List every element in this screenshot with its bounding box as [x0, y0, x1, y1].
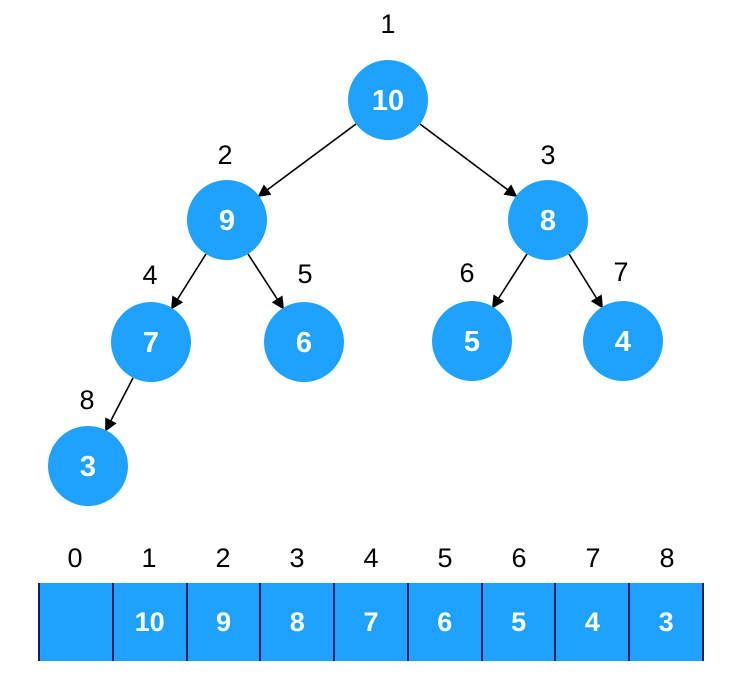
node-position-label: 1 — [380, 9, 395, 39]
tree-node-3: 3 8 — [508, 140, 588, 260]
edge-arrow-8-4 — [568, 253, 604, 309]
tree-edges — [105, 123, 604, 432]
tree-node-5: 5 6 — [264, 259, 344, 382]
array-index-label: 6 — [511, 543, 527, 573]
tree-node-1: 1 10 — [348, 9, 428, 140]
node-value: 5 — [464, 326, 480, 358]
array-index-label: 5 — [437, 543, 453, 573]
tree-node-6: 6 5 — [432, 258, 512, 381]
array-index-label: 1 — [141, 543, 157, 573]
node-circle — [583, 301, 663, 381]
array-cell: 7 — [335, 583, 409, 661]
node-value: 9 — [219, 205, 235, 237]
edge-arrow-9-7 — [170, 253, 207, 310]
array-index-label: 2 — [215, 543, 231, 573]
node-position-label: 3 — [540, 140, 555, 170]
node-circle — [348, 60, 428, 140]
node-position-label: 7 — [613, 257, 628, 287]
edge-arrow-10-8 — [419, 123, 518, 198]
array-cell: 10 — [113, 583, 188, 661]
node-value: 3 — [80, 451, 96, 483]
tree-node-2: 2 9 — [187, 140, 267, 260]
array-cell — [40, 583, 114, 661]
edge-arrow-7-3 — [105, 377, 134, 432]
array-index-label: 4 — [363, 543, 379, 573]
node-position-label: 5 — [297, 259, 312, 289]
node-circle — [432, 301, 512, 381]
array-index-label: 7 — [585, 543, 601, 573]
node-value: 8 — [540, 205, 556, 237]
tree-node-4: 4 7 — [111, 260, 191, 382]
binary-tree: 1 10 2 9 3 8 4 7 5 6 6 5 — [48, 9, 663, 506]
array-index-label: 8 — [659, 543, 675, 573]
array-cell: 9 — [187, 583, 262, 661]
node-circle — [48, 426, 128, 506]
array-index-label: 3 — [289, 543, 305, 573]
array-cell: 6 — [408, 583, 483, 661]
array-index-row: 0 1 2 3 4 5 6 7 8 — [38, 541, 704, 583]
array-cell: 4 — [556, 583, 631, 661]
node-value: 6 — [296, 327, 312, 359]
edge-arrow-10-9 — [257, 123, 357, 198]
tree-node-7: 7 4 — [583, 257, 663, 381]
edge-arrow-9-6 — [247, 253, 285, 310]
node-position-label: 2 — [217, 140, 232, 170]
array-representation: 0 1 2 3 4 5 6 7 8 10 9 8 7 6 5 4 3 — [38, 541, 705, 661]
node-position-label: 4 — [142, 260, 157, 290]
tree-node-8: 8 3 — [48, 385, 128, 506]
array-cell: 5 — [482, 583, 557, 661]
array-cell: 8 — [261, 583, 336, 661]
array-cell-row: 10 9 8 7 6 5 4 3 — [38, 583, 705, 661]
node-value: 10 — [372, 85, 404, 117]
array-index-label: 0 — [67, 543, 83, 573]
node-circle — [508, 180, 588, 260]
array-cell: 3 — [630, 583, 705, 661]
node-value: 4 — [615, 326, 631, 358]
node-circle — [111, 302, 191, 382]
node-value: 7 — [143, 327, 159, 359]
node-circle — [264, 302, 344, 382]
node-position-label: 8 — [79, 385, 94, 415]
node-circle — [187, 180, 267, 260]
edge-arrow-8-5 — [491, 253, 528, 309]
node-position-label: 6 — [459, 258, 474, 288]
